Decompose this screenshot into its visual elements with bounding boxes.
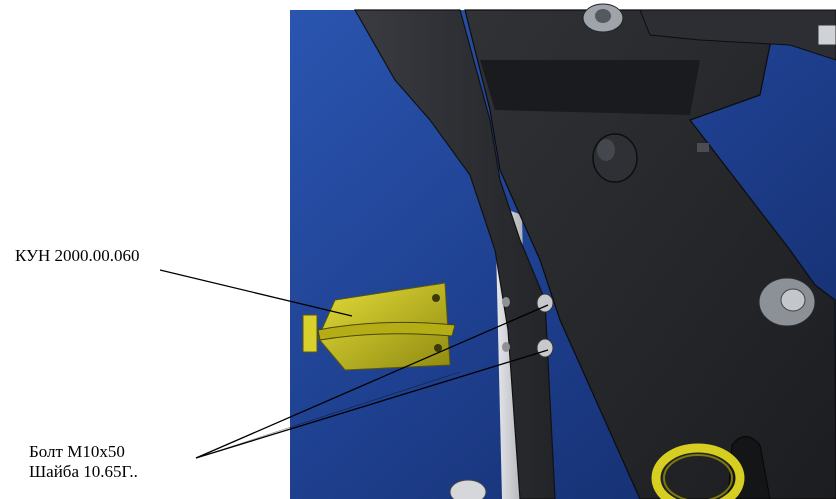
yellow-ring-shadow: [663, 454, 733, 499]
frame-left-arm: [353, 9, 556, 499]
bracket-hole-lower: [434, 344, 442, 352]
washer-label: Шайба 10.65Г..: [29, 462, 138, 481]
boss-top-inner: [595, 9, 611, 23]
bracket-hole-upper: [432, 294, 440, 302]
corner-fitting: [817, 24, 836, 46]
leader-line-bolt-lower: [195, 349, 549, 459]
leader-line-part: [159, 269, 353, 317]
leader-line-bolt-faint: [195, 371, 461, 459]
strip-hole-lower: [502, 342, 510, 352]
leader-line-bolt-upper: [195, 304, 549, 459]
frame-main-plate: [464, 9, 836, 499]
strip-hole-upper: [502, 297, 510, 307]
boss-middle: [592, 133, 638, 183]
bolt-head-right-inner: [780, 288, 806, 312]
small-notch: [697, 143, 709, 152]
fastener-label: Болт М10х50 Шайба 10.65Г..: [29, 442, 138, 482]
bolt-label: Болт М10х50: [29, 442, 125, 461]
yellow-bracket-flange: [302, 314, 318, 353]
boss-middle-highlight: [597, 139, 615, 161]
frame-top-band: [480, 60, 700, 115]
yellow-bracket-rib: [317, 321, 456, 341]
frame-top-tube: [639, 9, 836, 61]
yellow-ring: [651, 443, 745, 499]
part-number-label: КУН 2000.00.060: [15, 246, 140, 265]
frame-bolt-lower: [536, 338, 554, 358]
bottom-nut: [449, 479, 487, 499]
